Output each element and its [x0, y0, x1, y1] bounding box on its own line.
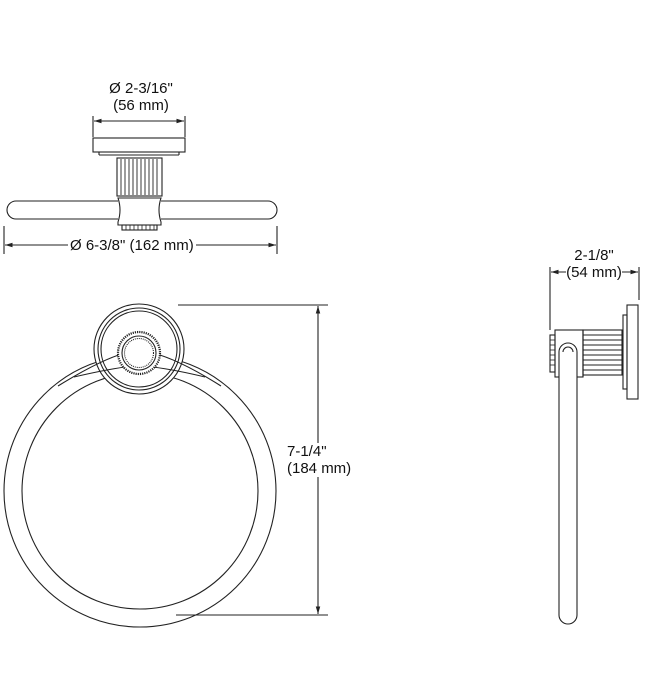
hub-collar	[117, 197, 162, 226]
ring-outer	[3, 354, 277, 628]
height-imperial: 7-1/4"	[287, 443, 327, 460]
front-view	[3, 303, 328, 628]
depth-metric: (54 mm)	[566, 264, 622, 281]
ring-diameter-label: Ø 6-3/8" (162 mm)	[68, 237, 196, 254]
ring-inner	[21, 372, 259, 610]
height-label: 7-1/4" (184 mm)	[287, 443, 352, 477]
depth-imperial: 2-1/8"	[574, 247, 614, 264]
depth-label: 2-1/8" (54 mm)	[553, 247, 635, 281]
fluted-post	[116, 157, 163, 197]
side-view	[549, 267, 640, 625]
height-metric: (184 mm)	[287, 460, 352, 477]
flange-diameter-metric: (56 mm)	[113, 97, 169, 114]
top-view	[3, 116, 278, 254]
flange-plate	[92, 137, 186, 153]
side-flange	[626, 304, 639, 400]
side-ring	[558, 342, 578, 625]
ring-bar-top	[6, 200, 278, 220]
flange-diameter-imperial: Ø 2-3/16"	[109, 80, 173, 97]
side-fluted-post	[582, 329, 623, 376]
flange-diameter-label: Ø 2-3/16" (56 mm)	[96, 80, 186, 114]
